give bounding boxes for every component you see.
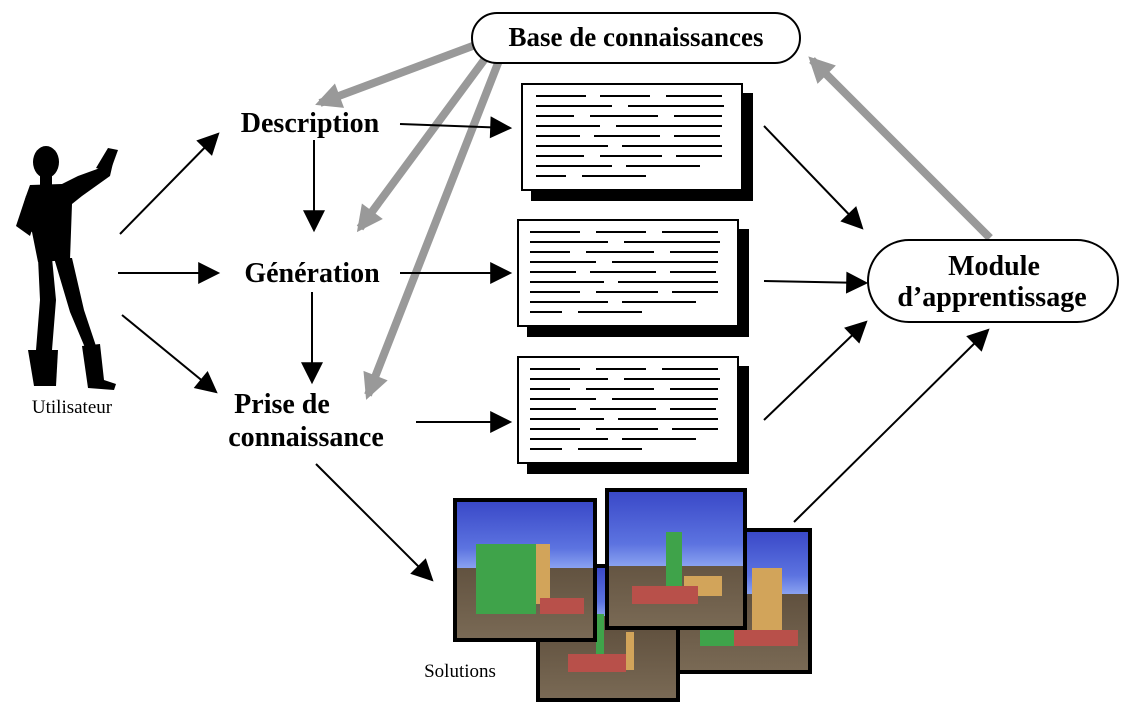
doc3-to-module-arrow (763, 320, 868, 421)
user-silhouette-icon (16, 146, 118, 390)
kb-to-generation-arrow (356, 49, 494, 233)
solutions-label: Solutions (424, 661, 496, 682)
module-label-line1: Module (948, 251, 1040, 282)
kb-to-prise-arrow (363, 56, 504, 400)
user-to-prise-arrow (121, 314, 218, 394)
solutions-images (453, 488, 812, 702)
document-1 (521, 83, 753, 201)
user-arrows (118, 132, 221, 394)
doc2-to-module-arrow (763, 271, 869, 294)
module-label-line2: d’apprentissage (897, 282, 1086, 313)
prise-label-line2: connaissance (228, 422, 384, 453)
user-label: Utilisateur (32, 397, 113, 418)
doc1-to-module-arrow (763, 125, 864, 230)
generation-label: Génération (244, 258, 380, 289)
solutions-to-module-arrow (793, 328, 990, 523)
knowledge-base-node: Base de connaissances (471, 12, 801, 64)
description-to-doc-arrow (399, 116, 513, 139)
solution-image-1 (453, 498, 597, 642)
learning-module-node: Module d’apprentissage (867, 239, 1119, 323)
document-3 (517, 356, 749, 474)
user-to-description-arrow (119, 132, 220, 235)
prise-to-solutions-arrow (315, 463, 434, 582)
module-to-kb-arrow (808, 56, 993, 241)
solution-image-3 (605, 488, 747, 630)
description-label: Description (241, 108, 380, 139)
prise-label-line1: Prise de (234, 389, 330, 420)
kb-to-description-arrow (315, 40, 480, 108)
document-2 (517, 219, 749, 337)
knowledge-base-arrows (315, 40, 993, 400)
knowledge-base-label: Base de connaissances (508, 22, 763, 52)
